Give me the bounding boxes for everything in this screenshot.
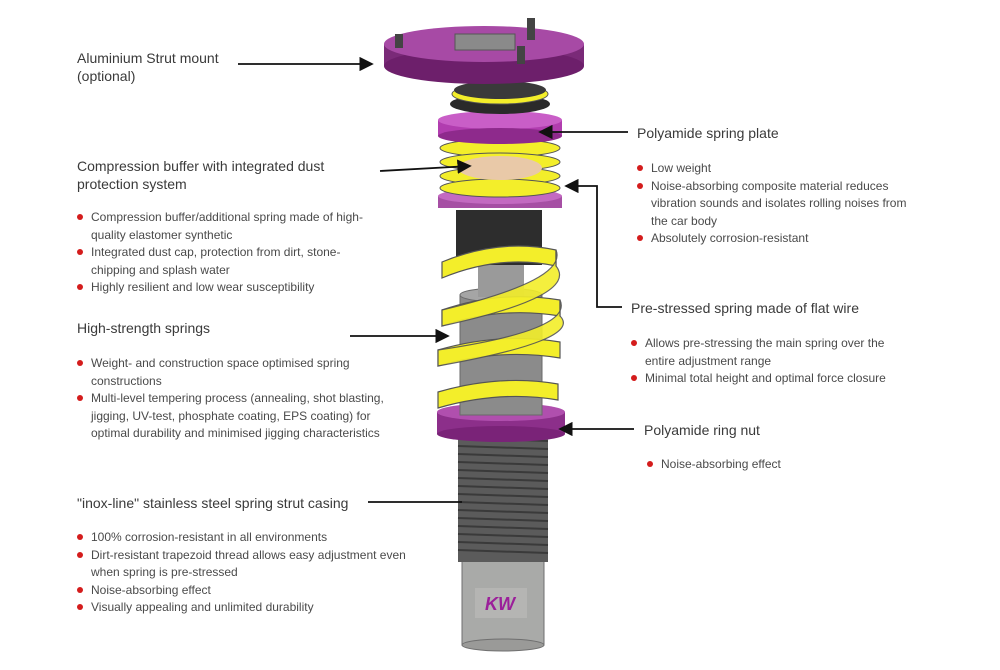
spring-plate-upper xyxy=(438,111,562,144)
strut-mount-title: Aluminium Strut mount (optional) xyxy=(77,50,219,84)
compression-buffer-title: Compression buffer with integrated dust … xyxy=(77,158,325,192)
inox-casing-bullet: Visually appealing and unlimited durabil… xyxy=(76,599,406,617)
ring-nut-bullets: Noise-absorbing effect xyxy=(646,456,846,474)
compression-buffer-bullet: Compression buffer/additional spring mad… xyxy=(76,209,376,244)
kw-logo: KW xyxy=(485,594,517,614)
flat-wire-spring-bullet: Allows pre-stressing the main spring ove… xyxy=(630,335,915,370)
threaded-casing xyxy=(457,430,549,562)
dust-cap xyxy=(458,156,542,180)
spring-plate-bullet: Absolutely corrosion-resistant xyxy=(636,230,916,248)
spring-plate-bullet: Noise-absorbing composite material reduc… xyxy=(636,178,916,231)
spring-plate-bullets: Low weight Noise-absorbing composite mat… xyxy=(636,160,916,248)
ring-nut-title: Polyamide ring nut xyxy=(644,422,760,438)
high-strength-springs-title: High-strength springs xyxy=(77,320,211,336)
spring-plate-title: Polyamide spring plate xyxy=(637,125,779,141)
inox-casing-title: "inox-line" stainless steel spring strut… xyxy=(77,495,349,511)
main-spring xyxy=(437,245,564,409)
inox-casing-bullet: 100% corrosion-resistant in all environm… xyxy=(76,529,406,547)
compression-buffer-bullet: Integrated dust cap, protection from dir… xyxy=(76,244,376,279)
high-strength-springs-bullet: Weight- and construction space optimised… xyxy=(76,355,406,390)
bearing xyxy=(450,81,550,114)
lower-body xyxy=(461,559,545,652)
leader-lines xyxy=(238,56,634,503)
strut-mount xyxy=(384,18,584,84)
leader-flat-wire-spring xyxy=(564,178,622,308)
high-strength-springs-bullets: Weight- and construction space optimised… xyxy=(76,355,406,443)
compression-buffer-bullets: Compression buffer/additional spring mad… xyxy=(76,209,376,297)
inox-casing-bullet: Dirt-resistant trapezoid thread allows e… xyxy=(76,547,406,582)
flat-wire-spring-bullets: Allows pre-stressing the main spring ove… xyxy=(630,335,915,388)
ring-nut-bullet: Noise-absorbing effect xyxy=(646,456,846,474)
flat-wire-spring-title: Pre-stressed spring made of flat wire xyxy=(631,300,859,316)
spring-plate-bullet: Low weight xyxy=(636,160,916,178)
inox-casing-bullet: Noise-absorbing effect xyxy=(76,582,406,600)
compression-buffer-bullet: Highly resilient and low wear susceptibi… xyxy=(76,279,376,297)
inox-casing-bullets: 100% corrosion-resistant in all environm… xyxy=(76,529,406,617)
leader-compression-buffer xyxy=(379,159,472,174)
high-strength-springs-bullet: Multi-level tempering process (annealing… xyxy=(76,390,406,443)
flat-wire-spring-bullet: Minimal total height and optimal force c… xyxy=(630,370,915,388)
